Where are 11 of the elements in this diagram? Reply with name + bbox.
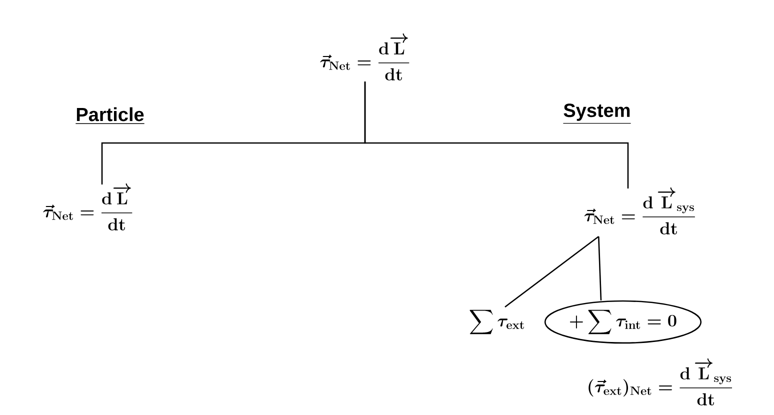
heading: System [562,104,632,124]
circled-equation: $+\sum \tau_{\mathbf{int}} = \mathbf{0}$ [544,300,702,344]
equation: $(\vec{\tau}_{\mathbf{ext}})_{\mathbf{Net}} = \frac{\mathbf{d}\,\overrightarrow{\mathbf{L}}_{\mathbf{sys}}}{\mathbf{dt}}$ [588,358,732,406]
equation: $\vec{\tau}_{\mathbf{Net}} = \frac{\mathbf{d}\overrightarrow{\mathbf{L}}}{\mathbf{dt}}$ [43,184,132,230]
equation: $\vec{\tau}_{\mathbf{Net}} = \frac{\mathbf{d}\overrightarrow{\mathbf{L}}}{\mathbf{dt}}$ [320,34,410,80]
equation: $\vec{\tau}_{\mathbf{Net}} = \frac{\mathbf{d}\,\overrightarrow{\mathbf{L}}_{\mathbf{sys}}}{\mathbf{dt}}$ [584,188,695,234]
equation: $\sum \tau_{\mathbf{ext}}$ [470,310,524,334]
connector-line [504,236,600,308]
connector-line [598,236,602,300]
heading: Particle [75,107,145,124]
connector-line [364,81,629,188]
